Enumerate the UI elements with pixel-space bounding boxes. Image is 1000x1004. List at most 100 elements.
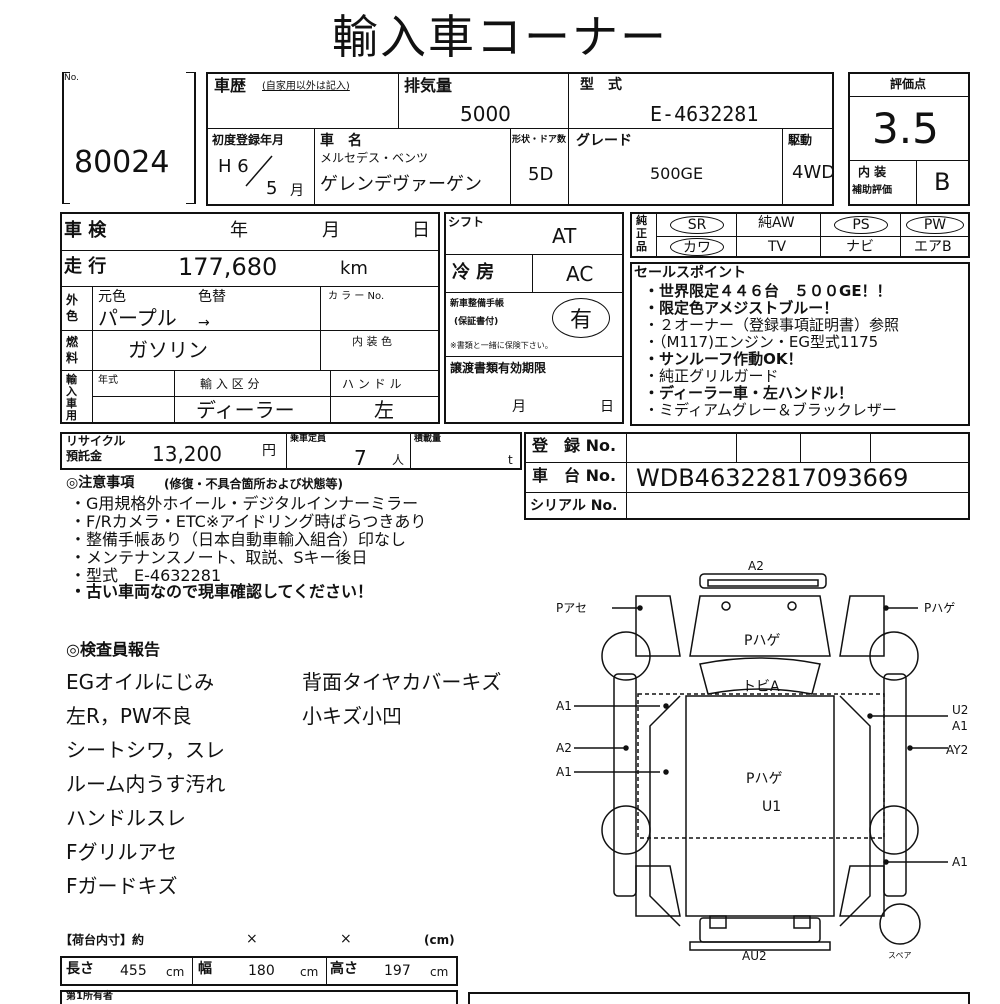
changed-color-label: 色替: [198, 289, 226, 305]
score-label: 評価点: [890, 77, 927, 91]
chassis-no-value: WDB46322817093669: [636, 464, 909, 492]
sales-point-item: ・２オーナー（登録事項証明書）参照: [644, 316, 900, 334]
inspector-item: Fグリルアセ: [66, 840, 178, 864]
import-label: 輸入車用: [66, 373, 77, 422]
equipment-pw: PW: [906, 216, 964, 234]
first-registration-label: 初度登録年月: [212, 133, 285, 147]
date-slash: [245, 155, 273, 187]
load-label: 積載量: [414, 434, 442, 444]
notes-label-note: (修復・不具合箇所および状態等): [164, 477, 343, 491]
mileage-unit: km: [340, 258, 368, 279]
recycle-label: リサイクル: [66, 434, 126, 448]
cargo-height-value: 197: [384, 963, 411, 979]
diagram-label: スペア: [888, 951, 912, 960]
interior-color-label: 内 装 色: [352, 335, 392, 348]
capacity-label: 乗車定員: [290, 434, 327, 444]
inspection-year: 年: [230, 220, 248, 241]
mileage-label: 走 行: [64, 256, 107, 277]
recycle-value: 13,200: [152, 442, 222, 466]
capacity-unit: 人: [392, 453, 405, 467]
recycle-row: [60, 432, 522, 470]
diagram-label: U1: [762, 799, 782, 815]
notes-label: ◎注意事項: [66, 475, 135, 491]
equipment-navi: ナビ: [846, 239, 874, 255]
color-code-label: カ ラ ー No.: [328, 291, 385, 302]
recycle-label-2: 預託金: [66, 449, 103, 463]
cargo-dimensions-row: [60, 956, 458, 986]
cargo-unit: (cm): [424, 933, 455, 947]
score-box: [848, 72, 970, 206]
note-item: ・型式 E-4632281: [70, 566, 222, 585]
transfer-month: 月: [512, 399, 526, 415]
interior-score-label-2: 補助評価: [852, 185, 892, 196]
color-arrow: →: [198, 315, 210, 331]
maintenance-book-label: 新車整備手帳: [450, 299, 505, 309]
cargo-width-value: 180: [248, 963, 275, 979]
inspector-item: 小キズ小凹: [302, 704, 402, 728]
note-item: ・メンテナンスノート、取説、Sキー後日: [70, 548, 368, 567]
cargo-height-label: 高さ: [330, 961, 358, 977]
first-registration-era-year: H 6: [218, 156, 249, 177]
sales-point-item: ・限定色アメジストブルー！: [644, 299, 839, 317]
maintenance-book-value: 有: [552, 298, 610, 338]
drive-value: 4WD: [792, 162, 836, 183]
car-maker: メルセデス・ベンツ: [320, 151, 429, 165]
cargo-height-unit: cm: [430, 965, 449, 979]
note-item: ・F/Rカメラ・ETC※アイドリング時ばらつきあり: [70, 512, 427, 531]
vehicle-damage-diagram: [574, 573, 948, 951]
lot-label: No.: [64, 73, 79, 83]
sales-points-box: [630, 262, 970, 426]
equipment-grid: [630, 212, 970, 258]
diagram-label: A1: [556, 765, 572, 779]
displacement-label: 排気量: [404, 76, 453, 95]
shift-grid: [444, 212, 624, 424]
cargo-x2: ×: [340, 931, 352, 947]
capacity-value: 7: [354, 446, 367, 470]
diagram-label: A1: [952, 719, 968, 733]
exterior-color-label: 外色: [66, 293, 79, 323]
grade-value: 500GE: [650, 164, 704, 183]
original-color-label: 元色: [98, 289, 126, 305]
lot-number: 80024: [74, 145, 170, 180]
inspector-item: EGオイルにじみ: [66, 670, 215, 694]
vehicle-info-block: [206, 72, 834, 206]
cargo-length-unit: cm: [166, 965, 185, 979]
equipment-label: 純正品: [636, 214, 647, 253]
car-model-name: ゲレンデヴァーゲン: [320, 174, 482, 195]
equipment-aw: 純AW: [758, 215, 795, 231]
diagram-label: AY2: [946, 743, 969, 757]
diagram-label: A1: [556, 699, 572, 713]
sales-point-item: ・純正グリルガード: [644, 367, 779, 385]
inspector-item: 左R，PW不良: [66, 704, 192, 728]
import-type-label: 輸 入 区 分: [200, 377, 260, 391]
handle-value: 左: [374, 398, 394, 422]
aircon-label: 冷 房: [452, 262, 495, 283]
transfer-day: 日: [600, 399, 614, 415]
sales-point-item: ・サンルーフ作動OK！: [644, 350, 803, 368]
load-unit: t: [508, 453, 513, 467]
equipment-sr: SR: [670, 216, 724, 234]
cargo-width-unit: cm: [300, 965, 319, 979]
serial-no-label: シリアル No.: [530, 498, 618, 514]
interior-score-value: B: [934, 168, 951, 196]
equipment-airbag: エアB: [914, 239, 952, 255]
equipment-ps: PS: [834, 216, 888, 234]
inspection-label: 車 検: [64, 220, 107, 241]
drive-label: 駆動: [788, 133, 813, 147]
diagram-label: Pアセ: [556, 601, 587, 615]
fuel-value: ガソリン: [128, 338, 208, 362]
diagram-label: Pハゲ: [924, 601, 956, 615]
cargo-x1: ×: [246, 931, 258, 947]
import-type-value: ディーラー: [196, 398, 295, 422]
bottom-row: [60, 990, 458, 1004]
history-note: (自家用以外は記入): [262, 81, 350, 92]
inspector-item: ハンドルスレ: [66, 806, 186, 830]
first-registration-month-unit: 月: [290, 183, 304, 199]
cargo-length-label: 長さ: [66, 961, 94, 977]
sales-point-item: ・（M117)エンジン・EG型式1175: [644, 333, 879, 351]
model-value: E-4632281: [650, 102, 759, 126]
history-label: 車歴: [214, 76, 247, 95]
sales-points-label: セールスポイント: [634, 265, 746, 281]
chassis-no-label: 車 台 No.: [532, 466, 617, 485]
page-title: 輸入車コーナー: [332, 10, 668, 64]
